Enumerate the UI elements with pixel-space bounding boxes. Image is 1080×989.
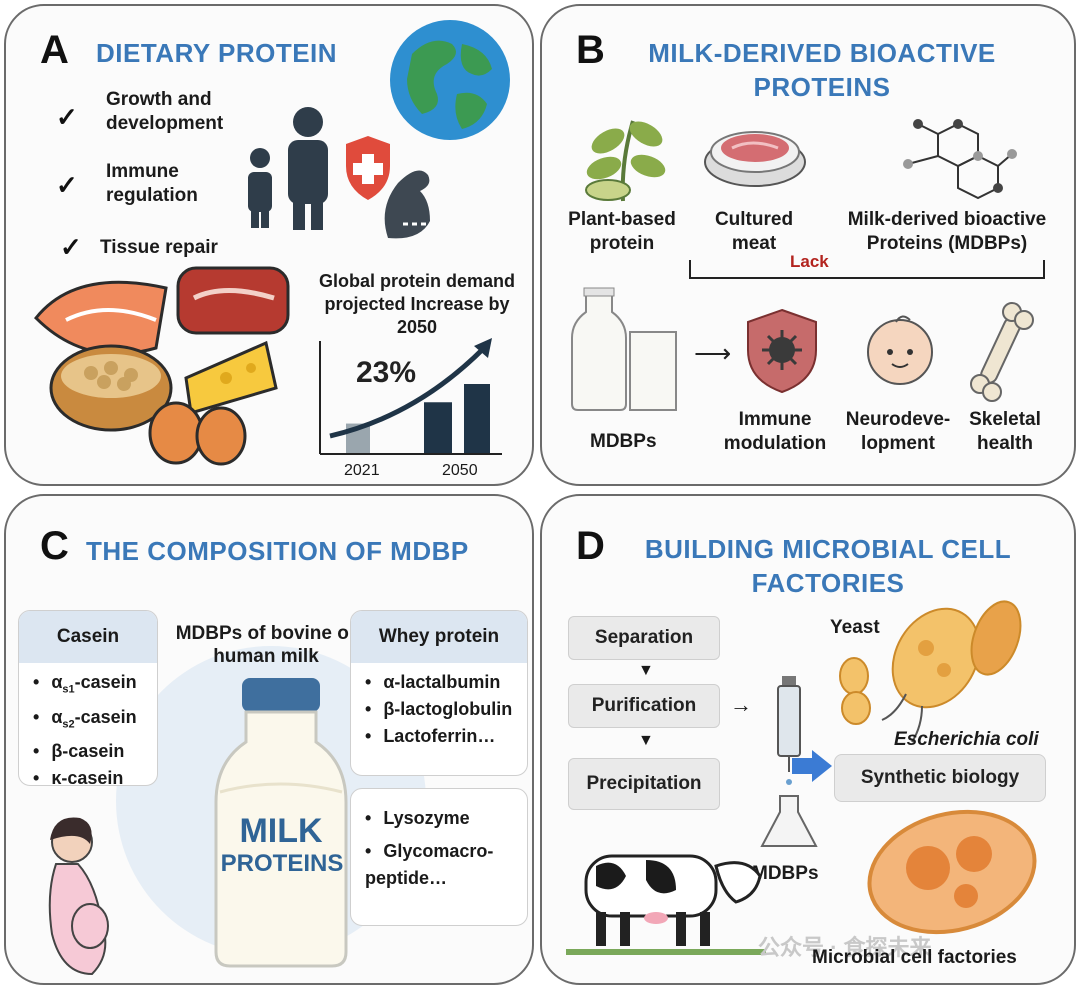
casein-item: αs2-casein (33, 704, 157, 739)
panel-title: THE COMPOSITION OF MDBP (86, 536, 469, 566)
x-tick-2021: 2021 (344, 462, 380, 479)
panel-title-line2: PROTEINS (753, 72, 891, 102)
plant-icon (585, 120, 666, 202)
ecoli-label: Escherichia coli (894, 729, 1039, 750)
bar-2 (464, 384, 490, 454)
molecule-icon (903, 119, 1017, 200)
mdbps-label: MDBPs (590, 431, 657, 452)
trend-arrow (329, 346, 486, 439)
percent-label: 23% (356, 356, 417, 389)
arrow-right-icon: → (730, 692, 752, 717)
panel-title-line1: BUILDING MICROBIAL CELL (644, 534, 1012, 564)
center-label: MDBPs of bovine or human milk (175, 623, 357, 667)
bar-1 (424, 402, 452, 454)
function-skeletal: Skeletal health (969, 409, 1041, 454)
down-arrow-icon: ▼ (638, 732, 654, 749)
lack-bracket (689, 260, 1045, 279)
step-purification: Purification (568, 684, 720, 728)
globe-icon (390, 20, 510, 140)
trend-arrow-head (474, 338, 492, 358)
yeast-label: Yeast (830, 617, 880, 638)
panel-letter: A (40, 28, 69, 72)
protein-foods-illustration (33, 266, 290, 466)
pregnant-woman-illustration (48, 817, 109, 976)
panel-title: DIETARY PROTEIN (96, 38, 338, 68)
microbial-cell-factories-label: Microbial cell factories (812, 947, 1017, 968)
whey-card: Whey protein α-lactalbumin β-lactoglobul… (350, 610, 528, 776)
synthetic-biology-box: Synthetic biology (834, 754, 1046, 802)
casein-item: κ-casein (33, 765, 157, 792)
casein-card: Casein αs1-casein αs2-casein β-casein κ-… (18, 610, 158, 788)
function-immune: Immune modulation (723, 409, 827, 454)
source-cultured-meat: Cultured meat (714, 209, 794, 254)
panel-dietary-protein: A DIETARY PROTEIN ✓ Growth and developme… (4, 4, 534, 486)
lack-label: Lack (790, 252, 829, 271)
other-item: Glycomacro- peptide… (365, 838, 515, 892)
source-plant: Plant-based protein (568, 209, 676, 254)
milk-bottle-illustration (214, 678, 348, 968)
casein-header: Casein (19, 611, 157, 663)
mdbps-label: MDBPs (752, 863, 819, 884)
panel-letter: C (40, 524, 69, 568)
function-neuro: Neurodeve- lopment (845, 409, 951, 454)
blue-arrow-icon (792, 750, 832, 782)
other-item: Lysozyme (365, 805, 527, 832)
down-arrow-icon: ▼ (638, 662, 654, 679)
x-tick-2050: 2050 (442, 462, 478, 479)
microbes-illustration (839, 600, 1022, 743)
check-icon: ✓ (56, 170, 78, 200)
cultured-meat-icon (704, 131, 806, 187)
whey-header: Whey protein (351, 611, 527, 663)
bottle-text-milk: MILK (239, 812, 323, 850)
other-proteins-card: Lysozyme Glycomacro- peptide… (350, 788, 528, 926)
panel-title-line1: MILK-DERIVED BIOACTIVE (648, 38, 996, 68)
step-separation: Separation (568, 616, 720, 660)
bone-icon (970, 302, 1034, 402)
check-icon: ✓ (56, 102, 78, 132)
benefit-immune: Immune regulation (106, 161, 198, 206)
casein-item: β-casein (33, 738, 157, 765)
casein-item: αs1-casein (33, 669, 157, 704)
virus-shield-icon (747, 308, 817, 394)
milk-bottle-glass-icon (571, 287, 677, 411)
cow-illustration (566, 854, 766, 955)
projection-title: Global protein demand projected Increase… (318, 271, 515, 337)
source-mdbps: Milk-derived bioactive Proteins (MDBPs) (847, 209, 1047, 254)
step-precipitation: Precipitation (568, 758, 720, 810)
whey-item: β-lactoglobulin (365, 696, 527, 723)
panel-letter: B (576, 28, 605, 72)
whey-item: α-lactalbumin (365, 669, 527, 696)
panel-building-microbial-cell-factories: D BUILDING MICROBIAL CELL FACTORIES Sepa… (540, 494, 1076, 985)
benefit-growth: Growth and development (106, 89, 224, 134)
bottle-text-proteins: PROTEINS (220, 850, 344, 877)
family-health-icon (248, 107, 430, 239)
panel-composition-of-mdbp: C THE COMPOSITION OF MDBP MDBPs of bovin… (4, 494, 534, 985)
panel-letter: D (576, 524, 605, 568)
panel-milk-derived-bioactive-proteins: B MILK-DERIVED BIOACTIVE PROTEINS Plant-… (540, 4, 1076, 486)
benefit-tissue: Tissue repair (100, 237, 218, 258)
check-icon: ✓ (60, 232, 82, 262)
protein-demand-chart (319, 338, 502, 455)
syringe-flask-icon (760, 676, 818, 847)
arrow-right-icon: ⟶ (694, 338, 732, 368)
whey-item: Lactoferrin… (365, 723, 527, 750)
watermark-text: 公众号 · 食探未来 (758, 935, 932, 960)
baby-face-icon (867, 315, 933, 385)
panel-title-line2: FACTORIES (751, 568, 905, 598)
microbial-cell-icon (867, 809, 1037, 935)
